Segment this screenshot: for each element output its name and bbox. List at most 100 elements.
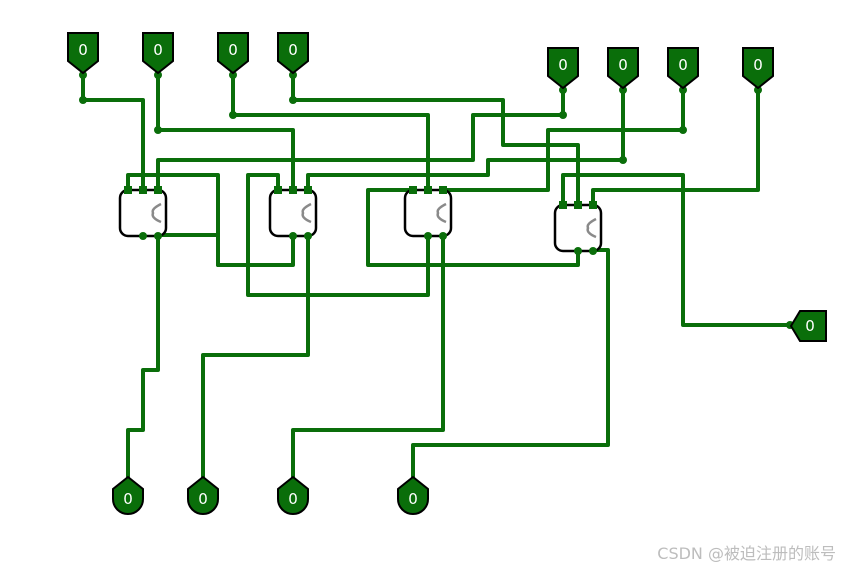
input-pin-value: 0 xyxy=(753,56,763,74)
output-pin-value: 0 xyxy=(288,490,298,508)
wire-16 xyxy=(291,233,445,480)
input-pin-value: 0 xyxy=(228,41,238,59)
full-adder-icon xyxy=(151,202,162,224)
input-pin-value: 0 xyxy=(153,41,163,59)
wire-2 xyxy=(156,73,295,192)
wire-layer xyxy=(79,71,794,480)
input-pin-2[interactable]: 0 xyxy=(142,32,174,75)
full-adder-icon xyxy=(436,202,447,224)
output-pin-body xyxy=(277,475,309,515)
gate-output-port xyxy=(574,247,582,255)
gate-body xyxy=(403,188,453,238)
junction-dot xyxy=(154,126,162,134)
input-pin-8[interactable]: 0 xyxy=(742,47,774,90)
junction-dot xyxy=(559,111,567,119)
junction-dot xyxy=(679,126,687,134)
junction-dot xyxy=(229,71,237,79)
carry-pin-body xyxy=(789,310,827,342)
input-pin-value: 0 xyxy=(618,56,628,74)
wire-13 xyxy=(561,173,792,327)
input-pin-body xyxy=(547,47,579,90)
wire-17 xyxy=(411,248,610,480)
gate-output-port xyxy=(589,247,597,255)
wire-5 xyxy=(156,88,565,192)
input-pin-body xyxy=(667,47,699,90)
junction-dot xyxy=(79,71,87,79)
junction-dot xyxy=(559,86,567,94)
carry-output-pin: 0 xyxy=(789,310,827,342)
gate-input-port xyxy=(154,186,162,194)
gate-input-port xyxy=(559,201,567,209)
junction-dot xyxy=(289,96,297,104)
input-pin-3[interactable]: 0 xyxy=(217,32,249,75)
gate-body xyxy=(118,188,168,238)
output-pin-1: 0 xyxy=(112,475,144,515)
full-adder-icon xyxy=(301,202,312,224)
gate-output-port xyxy=(304,232,312,240)
input-pin-6[interactable]: 0 xyxy=(607,47,639,90)
input-pin-7[interactable]: 0 xyxy=(667,47,699,90)
wire-12 xyxy=(366,188,580,267)
gate-output-port xyxy=(439,232,447,240)
gate-input-port xyxy=(304,186,312,194)
adder-gate-2[interactable] xyxy=(268,186,318,240)
gate-output-port xyxy=(424,232,432,240)
output-pin-value: 0 xyxy=(123,490,133,508)
input-pin-value: 0 xyxy=(78,41,88,59)
wire-1 xyxy=(81,73,145,192)
junction-dot xyxy=(154,71,162,79)
output-pin-value: 0 xyxy=(198,490,208,508)
output-pin-2: 0 xyxy=(187,475,219,515)
gate-input-port xyxy=(274,186,282,194)
full-adder-icon xyxy=(586,217,597,239)
input-pin-value: 0 xyxy=(288,41,298,59)
junction-dot xyxy=(619,86,627,94)
gate-output-port xyxy=(139,232,147,240)
output-pin-body xyxy=(397,475,429,515)
gate-output-port xyxy=(154,232,162,240)
gate-input-port xyxy=(589,201,597,209)
junction-dot xyxy=(679,86,687,94)
wire-14 xyxy=(126,233,160,480)
gate-body xyxy=(553,203,603,253)
output-pin-4: 0 xyxy=(397,475,429,515)
adder-gate-1[interactable] xyxy=(118,186,168,240)
input-pin-4[interactable]: 0 xyxy=(277,32,309,75)
wire-8 xyxy=(591,88,760,207)
gate-body xyxy=(268,188,318,238)
wire-10 xyxy=(126,173,220,267)
gate-input-port xyxy=(139,186,147,194)
junction-dot xyxy=(289,71,297,79)
input-pin-value: 0 xyxy=(678,56,688,74)
gate-layer xyxy=(118,186,603,255)
output-pin-value: 0 xyxy=(408,490,418,508)
input-pin-5[interactable]: 0 xyxy=(547,47,579,90)
junction-dot xyxy=(619,156,627,164)
gate-input-port xyxy=(409,186,417,194)
pin-layer: 0 0 0 0 0 0 0 0 0 0 0 0 0 xyxy=(67,32,827,515)
wire-15 xyxy=(201,233,310,480)
junction-dot xyxy=(754,86,762,94)
input-pin-body xyxy=(607,47,639,90)
input-pin-body xyxy=(217,32,249,75)
input-pin-body xyxy=(742,47,774,90)
input-pin-body xyxy=(67,32,99,75)
wire-4 xyxy=(291,73,580,207)
output-pin-body xyxy=(112,475,144,515)
junction-dot xyxy=(229,111,237,119)
junction-dot xyxy=(79,96,87,104)
output-pin-body xyxy=(187,475,219,515)
input-pin-body xyxy=(142,32,174,75)
input-pin-body xyxy=(277,32,309,75)
gate-output-port xyxy=(289,232,297,240)
gate-input-port xyxy=(424,186,432,194)
wire-7 xyxy=(441,88,685,192)
wire-6 xyxy=(306,88,625,192)
adder-gate-4[interactable] xyxy=(553,201,603,255)
watermark: CSDN @被迫注册的账号 xyxy=(657,544,836,563)
wire-11 xyxy=(246,173,430,297)
gate-input-port xyxy=(124,186,132,194)
adder-gate-3[interactable] xyxy=(403,186,453,240)
input-pin-1[interactable]: 0 xyxy=(67,32,99,75)
